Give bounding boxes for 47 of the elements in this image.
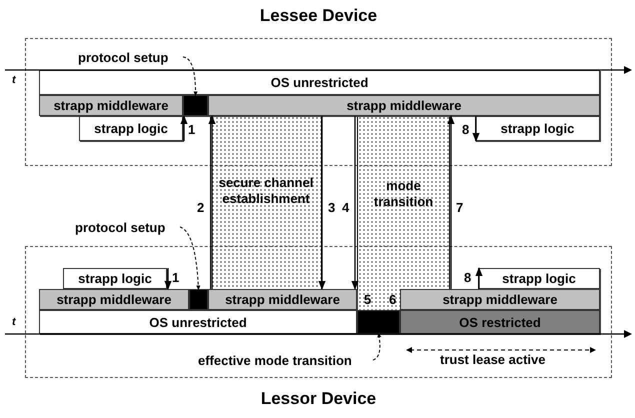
transition-block [189, 289, 208, 310]
logic-box: strapp logic [478, 268, 600, 289]
dotted-phase-region [210, 116, 322, 289]
phase-label: secure channel establishment [218, 175, 314, 207]
phase-label: mode transition [372, 178, 434, 210]
os-bar: OS unrestricted [39, 310, 357, 334]
arrow [472, 116, 480, 142]
annotation-text: protocol setup [78, 49, 183, 65]
middleware-bar: strapp middleware [39, 289, 189, 310]
os-bar: OS unrestricted [39, 70, 600, 95]
step-number: 1 [172, 270, 180, 285]
step-number: 6 [389, 292, 396, 307]
step-number: 8 [464, 270, 472, 285]
middleware-bar: strapp middleware [208, 289, 357, 310]
device-heading: Lessor Device [260, 389, 378, 409]
annotation-text: protocol setup [75, 219, 180, 235]
step-number: 5 [364, 292, 372, 307]
transition-block [183, 95, 208, 116]
logic-box: strapp logic [475, 116, 600, 141]
axis-label: t [12, 316, 16, 328]
step-number: 8 [462, 122, 470, 137]
transition-block [357, 310, 400, 334]
arrow [447, 115, 455, 289]
arrow [180, 115, 188, 141]
leader-line [180, 226, 200, 290]
middleware-bar: strapp middleware [400, 289, 600, 310]
step-number: 1 [188, 122, 196, 137]
arrow [164, 268, 172, 290]
arrow [351, 116, 359, 290]
leader-line [182, 56, 198, 96]
annotation-text: effective mode transition [198, 352, 373, 368]
arrow [208, 115, 216, 289]
arrow [318, 116, 326, 290]
axis-label: t [12, 74, 16, 86]
arrow [475, 267, 483, 289]
device-heading: Lessee Device [258, 6, 378, 26]
middleware-bar: strapp middleware [208, 95, 600, 116]
middleware-bar: strapp middleware [39, 95, 183, 116]
annotation-text: trust lease active [440, 352, 546, 367]
step-number: 7 [456, 200, 464, 215]
logic-box: strapp logic [79, 116, 183, 141]
step-number: 3 [328, 200, 336, 215]
os-bar: OS restricted [400, 310, 600, 334]
step-number: 2 [197, 200, 204, 215]
leader-line [372, 332, 382, 360]
logic-box: strapp logic [63, 268, 167, 289]
step-number: 4 [342, 200, 350, 215]
